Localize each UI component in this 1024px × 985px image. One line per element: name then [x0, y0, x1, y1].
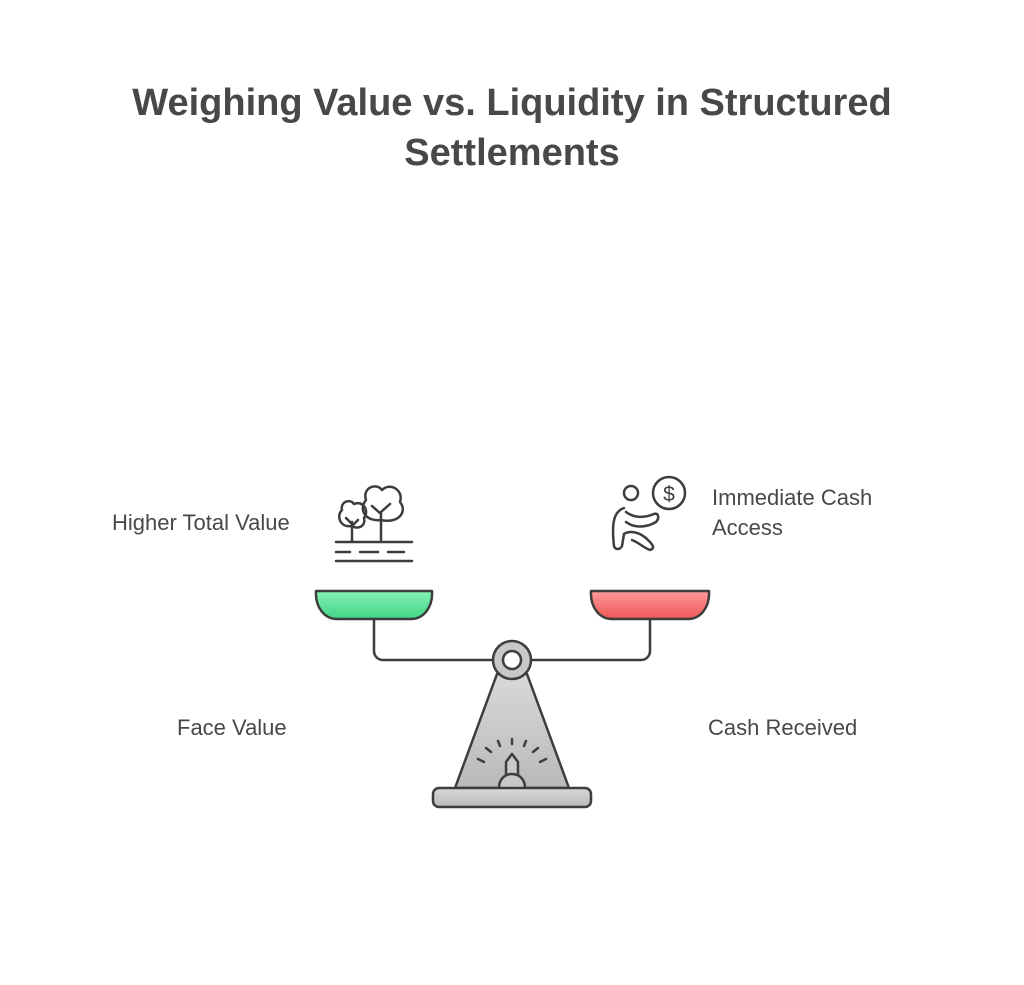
higher-total-value-label: Higher Total Value	[112, 510, 290, 535]
gauge-needle	[504, 752, 520, 776]
immediate-cash-access-line2: Access	[712, 515, 783, 540]
diagram-title-line1: Weighing Value vs. Liquidity in Structur…	[132, 82, 892, 124]
svg-text:$: $	[663, 483, 675, 506]
cash-received-label: Cash Received	[708, 715, 858, 740]
diagram-title-line2: Settlements	[404, 132, 620, 174]
left-pan	[314, 589, 434, 621]
scale-pivot-hole	[501, 649, 523, 671]
immediate-cash-access-label: Immediate Cash Access	[712, 483, 872, 543]
face-value-label: Face Value	[177, 715, 287, 740]
gauge-hub	[497, 772, 527, 789]
person-dollar-icon: $	[611, 475, 687, 552]
scale-base	[431, 786, 593, 809]
diagram-title: Weighing Value vs. Liquidity in Structur…	[80, 78, 944, 178]
trees-landscape-icon	[334, 485, 414, 563]
right-pan	[589, 589, 711, 621]
scale-beam	[372, 618, 652, 662]
immediate-cash-access-line1: Immediate Cash	[712, 485, 873, 510]
gauge-ticks	[476, 737, 548, 764]
